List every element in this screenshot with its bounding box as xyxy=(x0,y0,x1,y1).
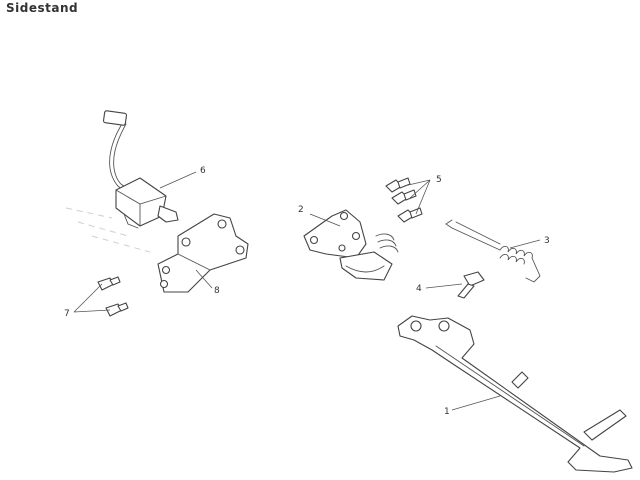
part-6-sidestand-switch xyxy=(102,110,179,229)
callout-8: 8 xyxy=(195,269,220,296)
part-4-pivot-bolt xyxy=(457,271,485,299)
callout-4-label: 4 xyxy=(416,284,422,294)
part-2-pivot-bracket xyxy=(303,209,399,281)
callout-5-label: 5 xyxy=(436,175,442,185)
callout-7: 7 xyxy=(64,283,111,319)
callout-7-label: 7 xyxy=(64,309,70,319)
callout-6-label: 6 xyxy=(200,166,206,176)
callout-3: 3 xyxy=(509,236,550,249)
callout-6: 6 xyxy=(159,166,206,189)
part-8-switch-bracket xyxy=(157,213,249,293)
guide-lines xyxy=(65,207,151,253)
part-5-screws xyxy=(385,177,423,223)
callout-2-label: 2 xyxy=(298,205,304,215)
callout-4: 4 xyxy=(416,283,463,294)
diagram-title: Sidestand xyxy=(6,1,79,15)
callout-5: 5 xyxy=(403,175,442,215)
callout-8-label: 8 xyxy=(214,286,220,296)
callout-2: 2 xyxy=(298,205,341,227)
part-7-bolts xyxy=(97,276,129,317)
callout-1-label: 1 xyxy=(444,407,450,417)
part-1-sidestand xyxy=(397,315,633,473)
callout-1: 1 xyxy=(444,395,501,417)
callout-3-label: 3 xyxy=(544,236,550,246)
part-3-return-spring xyxy=(445,219,541,283)
